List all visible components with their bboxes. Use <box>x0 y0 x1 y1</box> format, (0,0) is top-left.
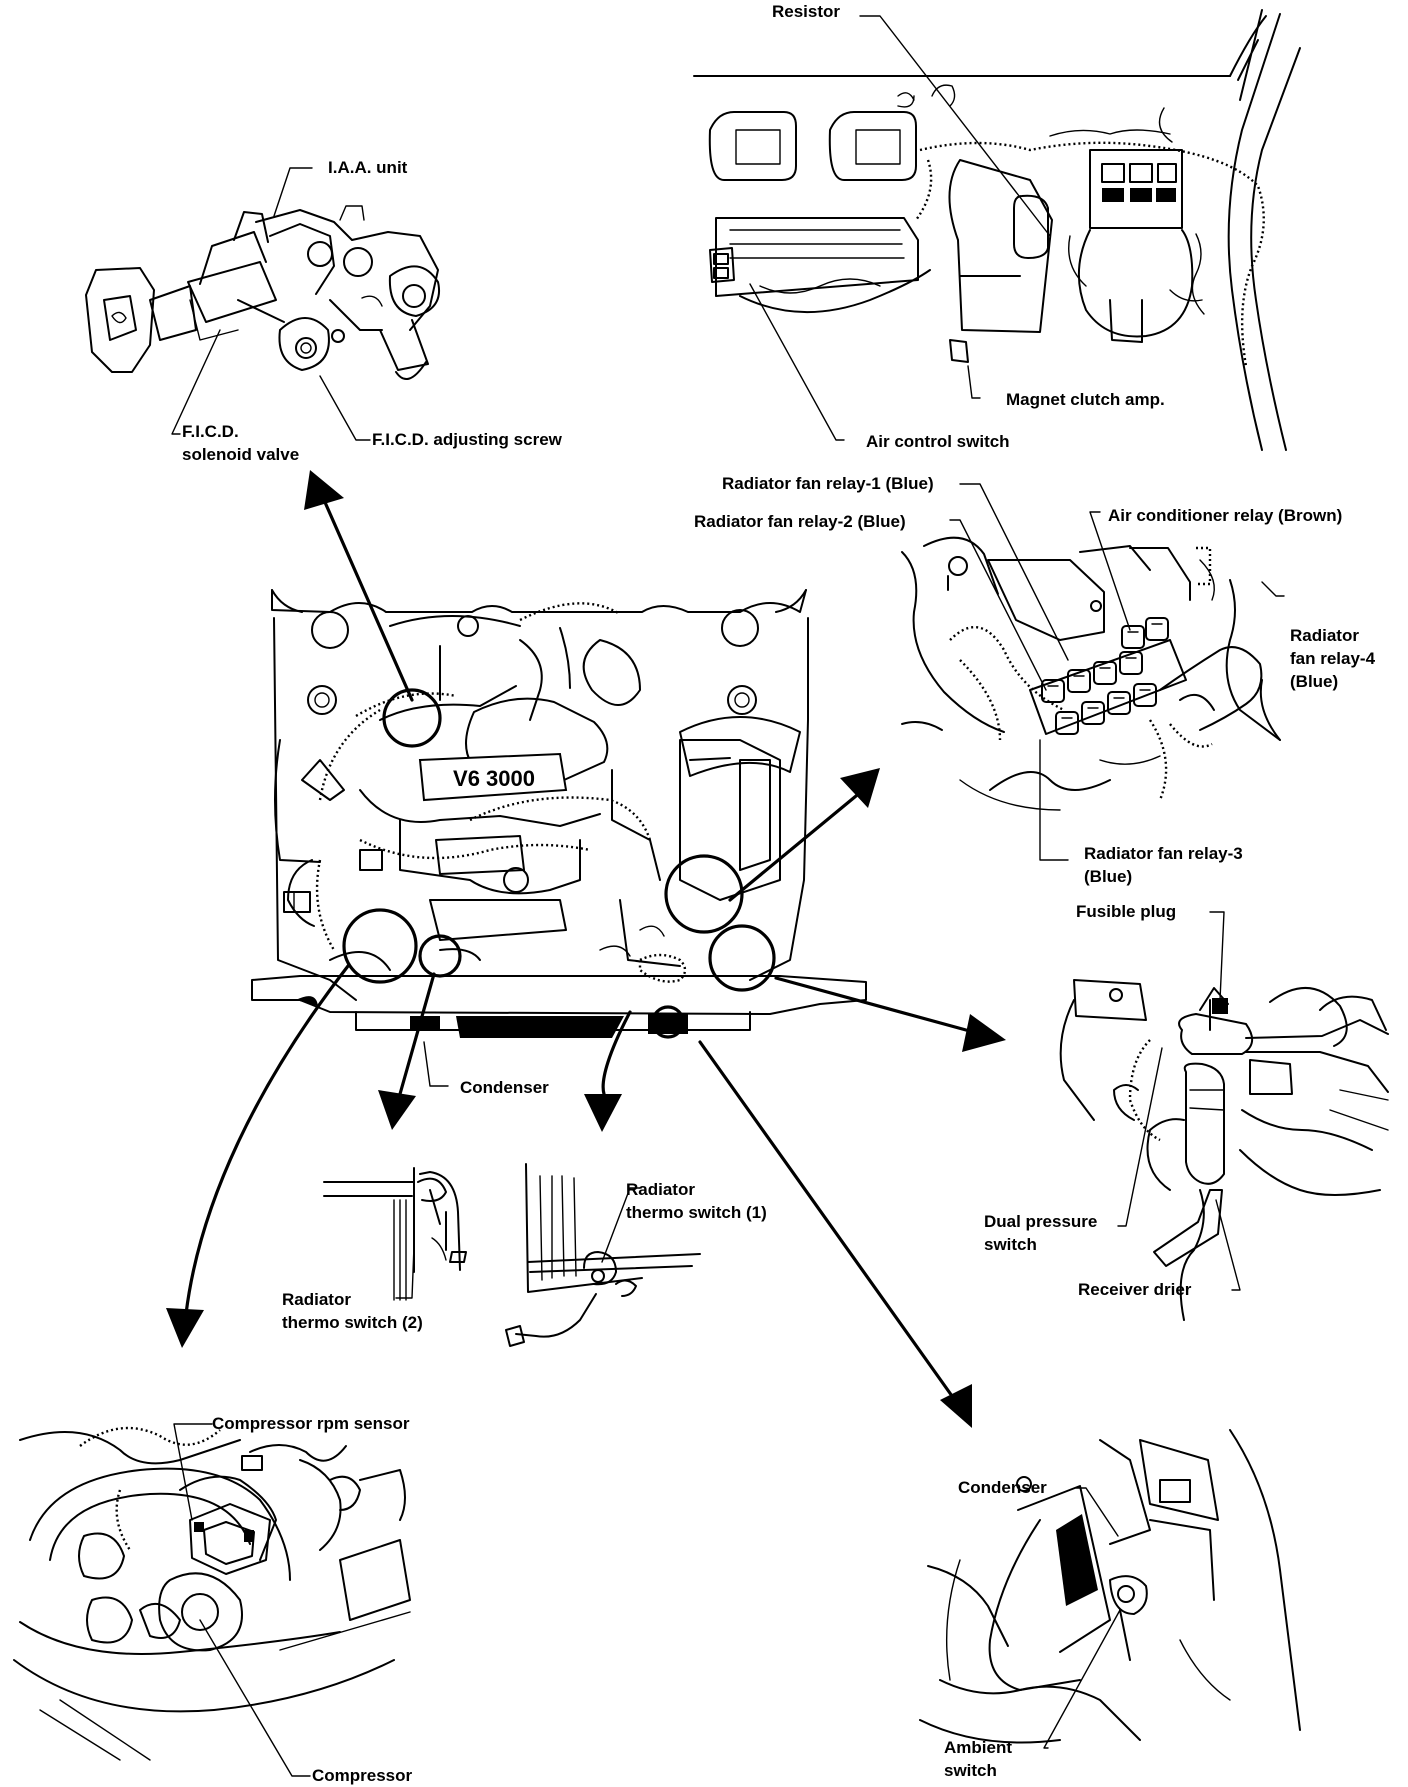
engine-bay-overview: V6 3000 <box>251 589 867 1039</box>
receiver-drier-illustration <box>1059 979 1389 1321</box>
label-ficd-solenoid-valve: F.I.C.D. solenoid valve <box>182 422 300 464</box>
label-condenser-center: Condenser <box>460 1078 549 1097</box>
thermo-switch-2-illustration <box>323 1167 467 1301</box>
label-compressor-rpm-sensor: Compressor rpm sensor <box>212 1414 410 1433</box>
label-magnet-clutch-amp: Magnet clutch amp. <box>1006 390 1165 409</box>
label-fan-relay-1: Radiator fan relay-1 (Blue) <box>722 474 934 493</box>
ambient-switch-illustration <box>919 1429 1301 1744</box>
thermo-switch-1-illustration <box>505 1163 701 1347</box>
label-air-control-switch: Air control switch <box>866 432 1010 451</box>
label-fan-relay-2: Radiator fan relay-2 (Blue) <box>694 512 906 531</box>
engine-badge: V6 3000 <box>453 766 535 791</box>
heater-unit-illustration <box>693 9 1301 451</box>
compressor-illustration <box>13 1426 411 1761</box>
label-condenser-right: Condenser <box>958 1478 1047 1497</box>
label-fan-relay-3: Radiator fan relay-3 (Blue) <box>1084 844 1243 886</box>
label-ficd-adjusting-screw: F.I.C.D. adjusting screw <box>372 430 562 449</box>
label-fan-relay-4: Radiator fan relay-4 (Blue) <box>1290 626 1376 691</box>
label-dual-pressure-switch: Dual pressure switch <box>984 1212 1098 1254</box>
label-thermo-switch-2: Radiator thermo switch (2) <box>282 1290 423 1332</box>
relay-box-illustration <box>901 536 1281 811</box>
iaa-unit-illustration <box>85 205 440 381</box>
label-fusible-plug: Fusible plug <box>1076 902 1177 921</box>
leader-lines <box>171 15 1285 1777</box>
label-iaa-unit: I.A.A. unit <box>328 158 408 177</box>
label-ambient-switch: Ambient switch <box>944 1738 1012 1780</box>
label-resistor: Resistor <box>772 2 841 21</box>
label-thermo-switch-1: Radiator thermo switch (1) <box>626 1180 767 1222</box>
label-compressor: Compressor <box>312 1766 413 1785</box>
label-receiver-drier: Receiver drier <box>1078 1280 1192 1299</box>
label-air-conditioner-relay: Air conditioner relay (Brown) <box>1108 506 1343 525</box>
callout-arrows <box>166 470 1006 1428</box>
